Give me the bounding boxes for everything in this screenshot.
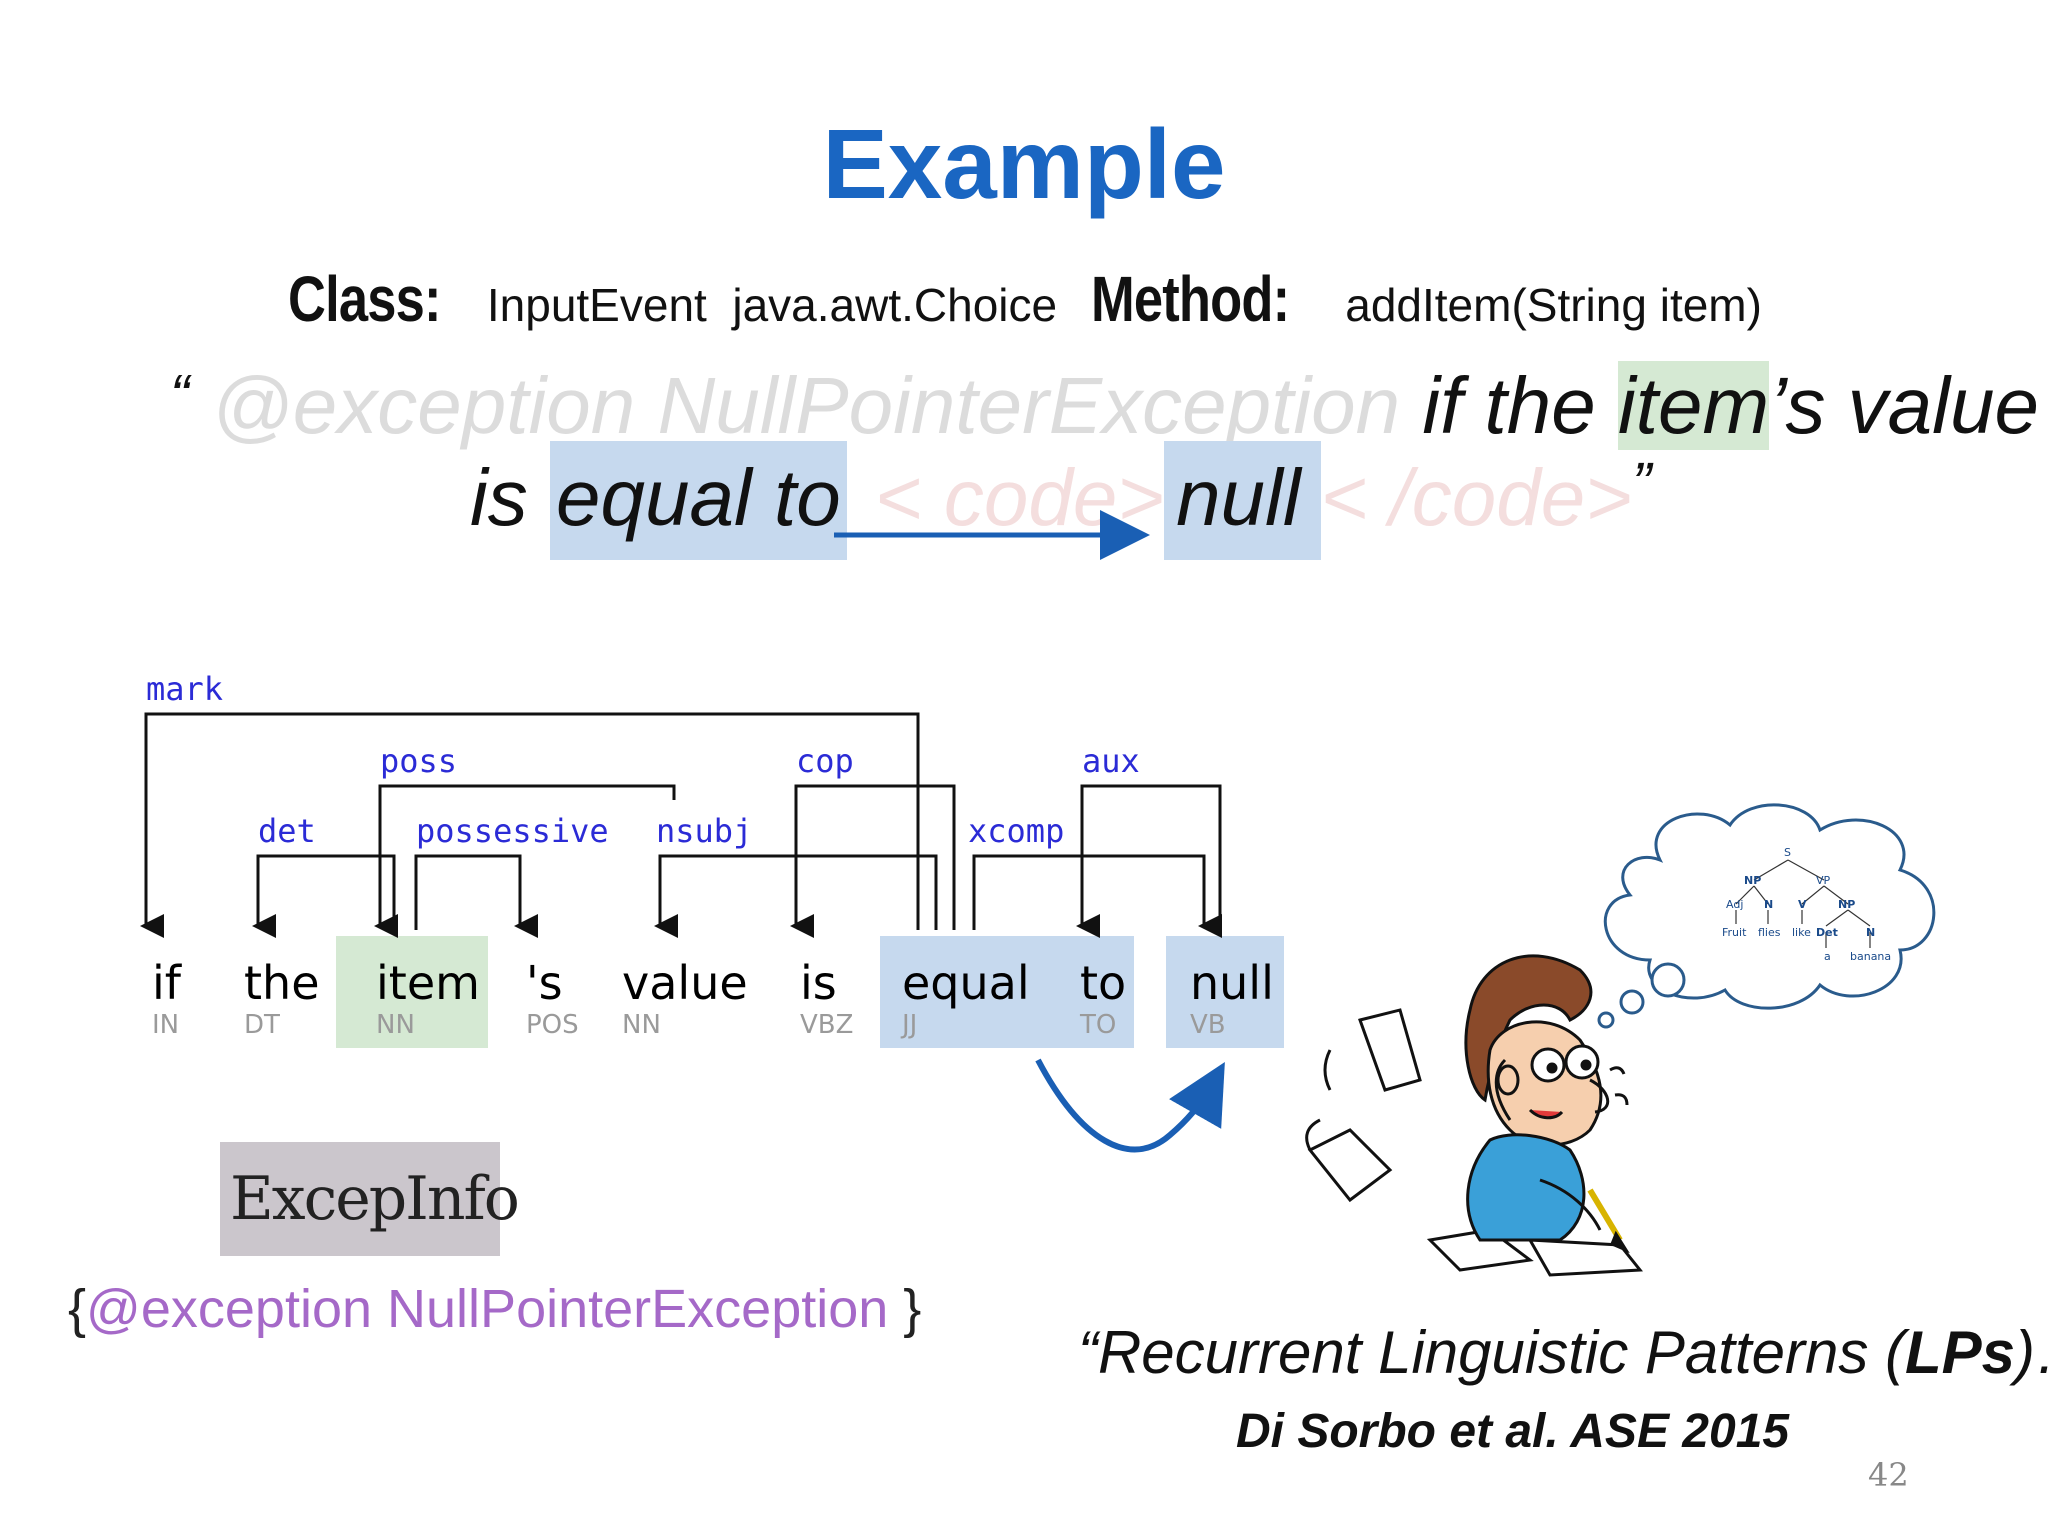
citation-quote-close: )…” [2015,1319,2048,1386]
tree-det: Det [1816,926,1838,939]
word-value: value [622,956,748,1010]
arc-det [252,854,396,938]
rel-mark: mark [146,670,224,708]
equal-to-highlight-box [880,936,1134,1048]
thought-bubbles [1597,962,1686,1029]
exception-info-label: ExcepInfo [230,1164,520,1234]
citation-quote: “Recurrent Linguistic Patterns (LPs)…” [1078,1318,2048,1387]
word-if: if [152,956,181,1010]
tree-v: V [1798,898,1807,911]
page-number: 42 [1868,1456,1909,1494]
tree-np2: NP [1838,898,1856,911]
tag-item: NN [376,1010,415,1040]
word-is: is [800,956,837,1010]
word-s: 's [526,956,563,1010]
arc-nsubj [654,854,938,938]
arc-cop [790,784,956,938]
rel-cop: cop [796,742,854,780]
dependency-parse: mark poss cop aux det possessive nsubj x… [0,660,1300,1153]
word-item: item [376,956,480,1010]
highlight-null: null [1164,441,1321,560]
tree-labels: S NP VP Adj N V NP Fruit flies like Det … [1710,846,1892,976]
citation-bold: LPs [1905,1319,2016,1386]
rel-possessive: possessive [416,812,609,850]
exception-brace-open: { [68,1279,87,1339]
tag-to: TO [1080,1010,1117,1040]
quote-text-b: ’s value [1769,361,2039,450]
exception-line: {@exception NullPointerException } [68,1278,921,1340]
code-close-tag: < /code> [1320,453,1632,542]
tree-n1: N [1764,898,1774,911]
class-method-line: Class: InputEvent java.awt.Choice Method… [288,262,1762,336]
tree-np1: NP [1744,874,1762,887]
tag-equal: JJ [902,1010,918,1040]
quote-line-2: is equal to < code>null< /code>” [470,441,1652,560]
null-highlight-box [1166,936,1284,1048]
rel-aux: aux [1082,742,1140,780]
word-to: to [1080,956,1127,1010]
word-null: null [1190,956,1274,1010]
rel-det: det [258,812,316,850]
tree-n2: N [1866,926,1876,939]
method-value: addItem(String item) [1345,279,1762,331]
tree-like: like [1792,926,1811,939]
tag-s: POS [526,1010,579,1040]
rel-xcomp: xcomp [968,812,1065,850]
exception-brace-close: } [888,1279,922,1339]
tree-adj: Adj [1726,898,1744,911]
quote-open: “ [170,363,190,428]
method-label: Method: [1090,263,1290,335]
word-equal: equal [902,956,1030,1010]
word-the: the [244,956,320,1010]
tag-null: VB [1190,1010,1226,1040]
tree-s: S [1784,846,1791,859]
citation-quote-open: “Recurrent Linguistic Patterns ( [1078,1319,1905,1386]
tag-value: NN [622,1010,661,1040]
class-label: Class: [288,263,441,335]
equal-null-arrow [834,510,1150,560]
quote-text-a: if the [1422,361,1618,450]
class-values: InputEvent java.awt.Choice [486,279,1058,331]
item-highlight-box [336,936,488,1048]
quote-line-1: “ @exception NullPointerException if the… [170,360,2039,452]
rel-nsubj: nsubj [656,812,753,850]
arc-aux [1076,784,1222,938]
arc-possessive [414,854,538,938]
slide-title: Example [822,109,1226,219]
curved-arrow [1035,1058,1225,1153]
arc-xcomp [972,854,1222,938]
tree-flies: flies [1758,926,1781,939]
dependency-arcs [140,712,1222,938]
tag-the: DT [244,1010,280,1040]
tag-if: IN [152,1010,180,1040]
tag-is: VBZ [800,1010,854,1040]
tree-banana: banana [1850,950,1892,963]
tree-vp: VP [1816,874,1831,887]
quote-faint-prefix: @exception NullPointerException [211,361,1401,450]
tree-a: a [1824,950,1831,963]
thought-cloud [1603,803,1936,1010]
exception-info-box: ExcepInfo [220,1142,520,1256]
arc-mark [140,712,920,938]
parse-tree [1735,859,1871,948]
rel-poss: poss [380,742,458,780]
thinking-person-illustration [1305,954,1643,1277]
citation-author: Di Sorbo et al. ASE 2015 [1236,1405,1790,1458]
highlight-equal-to: equal to [550,441,847,560]
quote-close: ” [1631,451,1652,516]
highlight-item: item [1617,361,1770,450]
quote-line2-a: is [470,453,550,542]
exception-text: @exception NullPointerException [86,1279,889,1339]
tree-fruit: Fruit [1722,926,1747,939]
